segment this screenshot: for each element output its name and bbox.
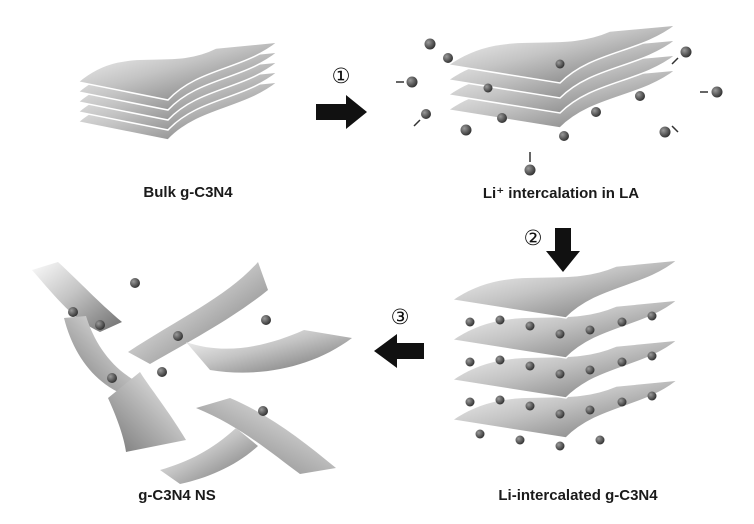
li-ion-direction-arrows [396, 57, 708, 162]
exfoliated-nanosheets [32, 262, 352, 484]
step-1-arrow [316, 95, 367, 129]
bulk-g-c3n4-stack [76, 41, 281, 141]
step-2-arrow [546, 228, 580, 272]
step-3-arrow [374, 334, 424, 368]
step-2-marker: ② [523, 226, 543, 250]
label-intercalated: Li-intercalated g-C3N4 [498, 487, 658, 504]
label-bulk: Bulk g-C3N4 [143, 184, 233, 201]
label-nanosheets: g-C3N4 NS [138, 487, 216, 504]
step-3-marker: ③ [390, 305, 410, 329]
intercalation-stack [446, 24, 679, 129]
step-1-marker: ① [331, 64, 351, 88]
li-ions-entering [406, 38, 723, 176]
label-intercalation: Li⁺ intercalation in LA [482, 185, 640, 202]
li-intercalated-stack [450, 259, 681, 439]
released-li-ions [68, 278, 271, 416]
intercalated-li-ions [465, 311, 657, 451]
